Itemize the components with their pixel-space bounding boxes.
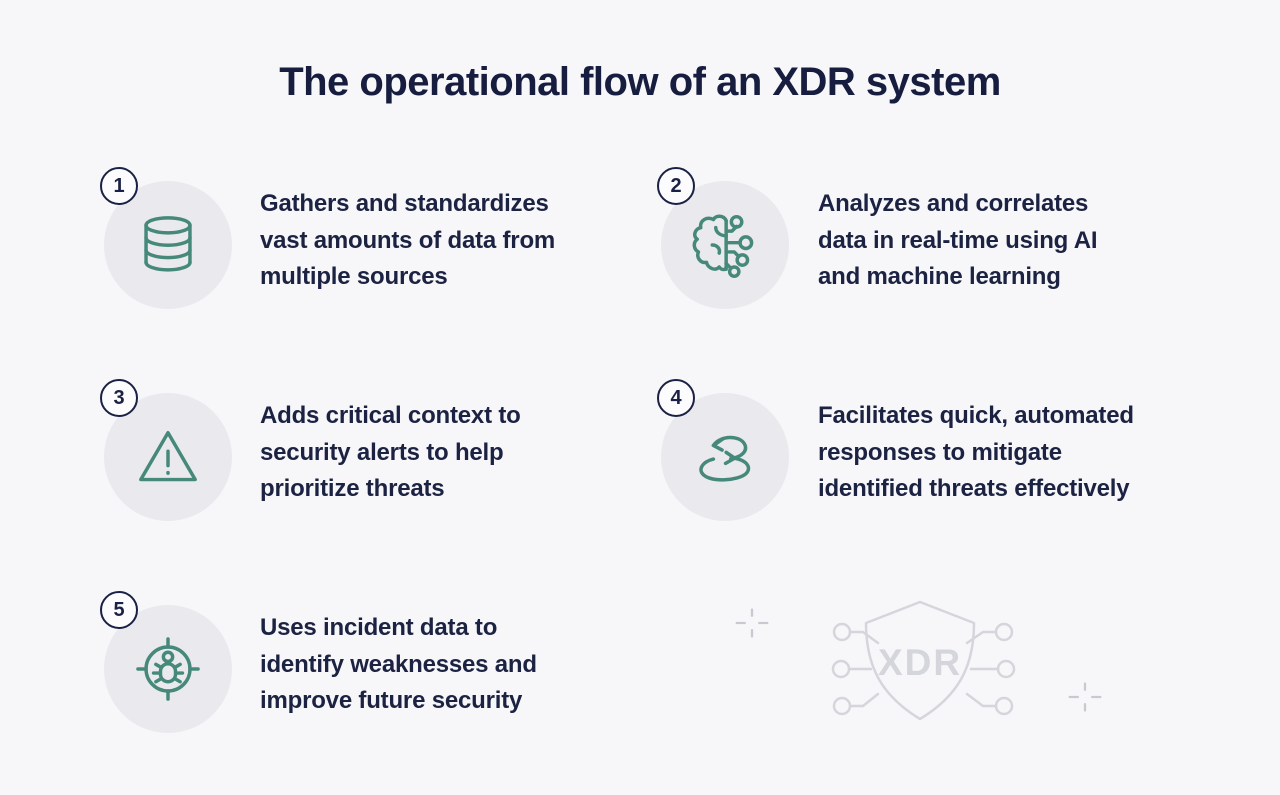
warning-triangle-icon — [139, 430, 197, 482]
step-3: 3 Adds critical context to security aler… — [100, 377, 660, 537]
step-2-number-badge: 2 — [657, 167, 695, 205]
bug-target-icon — [136, 637, 200, 701]
step-3-line-1: Adds critical context to — [260, 402, 521, 429]
step-4: 4 Facilitates quick, automated responses… — [657, 377, 1217, 537]
step-5-line-3: improve future security — [260, 687, 523, 714]
xdr-shield-circuit-icon: XDR — [831, 600, 1016, 721]
step-2-line-3: and machine learning — [818, 263, 1061, 290]
step-2-line-1: Analyzes and correlates — [818, 190, 1089, 217]
step-5-text: Uses incident data to identify weaknesse… — [260, 610, 650, 720]
step-1-line-3: multiple sources — [260, 263, 448, 290]
step-4-line-3: identified threats effectively — [818, 475, 1130, 502]
step-4-line-1: Facilitates quick, automated — [818, 402, 1134, 429]
step-4-number-badge: 4 — [657, 379, 695, 417]
step-3-number-badge: 3 — [100, 379, 138, 417]
step-3-text: Adds critical context to security alerts… — [260, 398, 650, 508]
step-1-number-badge: 1 — [100, 167, 138, 205]
step-2: 2 Analyzes and correlates data in real-t… — [657, 165, 1217, 325]
xdr-shield-decoration: XDR — [825, 592, 1025, 732]
step-3-line-3: prioritize threats — [260, 475, 445, 502]
database-icon — [144, 216, 192, 272]
step-2-icon-circle — [661, 181, 789, 309]
xdr-shield-label: XDR — [878, 642, 962, 683]
step-1: 1 Gathers and standardizes vast amounts … — [100, 165, 660, 325]
sparkle-cross-icon — [1067, 679, 1103, 715]
step-5-line-1: Uses incident data to — [260, 614, 498, 641]
step-1-line-1: Gathers and standardizes — [260, 190, 549, 217]
step-4-text: Facilitates quick, automated responses t… — [818, 398, 1208, 508]
page-title: The operational flow of an XDR system — [279, 60, 1001, 104]
step-2-text: Analyzes and correlates data in real-tim… — [818, 186, 1208, 296]
step-2-line-2: data in real-time using AI — [818, 226, 1098, 254]
step-4-line-2: responses to mitigate — [818, 438, 1062, 466]
step-5-line-2: identify weaknesses and — [260, 650, 537, 678]
step-3-line-2: security alerts to help — [260, 438, 504, 466]
sparkle-cross-icon — [734, 605, 770, 641]
cycle-arrows-icon — [699, 435, 751, 482]
step-1-text: Gathers and standardizes vast amounts of… — [260, 186, 650, 296]
ai-brain-icon — [692, 214, 754, 278]
step-1-line-2: vast amounts of data from — [260, 226, 556, 254]
step-5-number-badge: 5 — [100, 591, 138, 629]
step-5: 5 Uses incident data to identify weaknes… — [100, 589, 660, 749]
